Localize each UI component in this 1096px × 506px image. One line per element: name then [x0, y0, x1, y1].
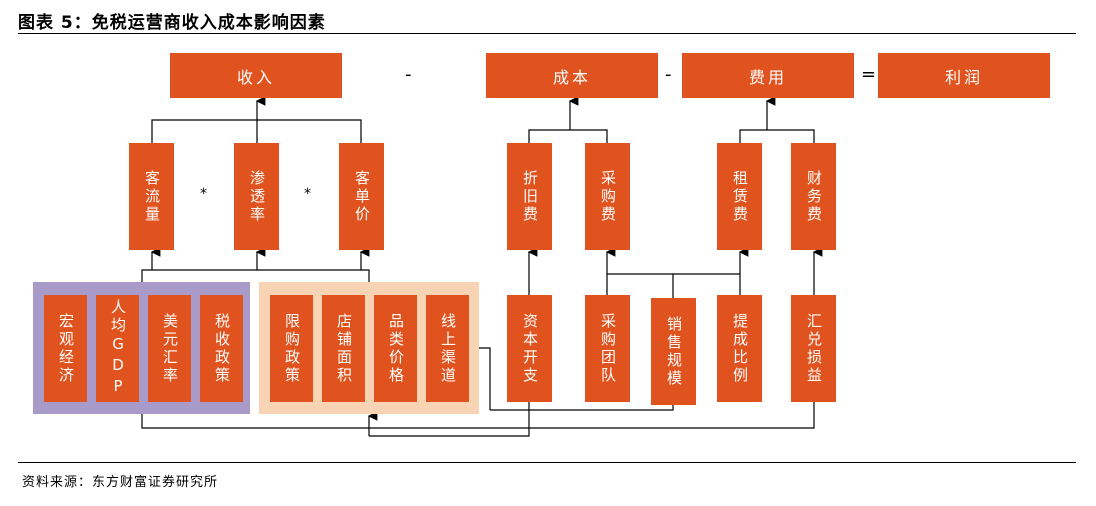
macro-factor-box: 税收政策 — [200, 295, 243, 402]
sales-scale-box: 销售规模 — [651, 298, 696, 405]
traffic-box: 客流量 — [129, 143, 174, 250]
unit-price-box: 客单价 — [339, 143, 384, 250]
commission-box: 提成比例 — [717, 295, 762, 402]
times-operator: * — [200, 186, 207, 202]
profit-box: 利润 — [878, 53, 1050, 98]
figure-title: 图表 5：免税运营商收入成本影响因素 — [18, 13, 326, 33]
macro-factor-box: 宏观经济 — [44, 295, 87, 402]
source-note: 资料来源：东方财富证券研究所 — [22, 475, 219, 490]
capex-box: 资本开支 — [507, 295, 552, 402]
macro-factor-box: 人均GDP — [96, 295, 139, 402]
purchase-group-box: 采购团队 — [585, 295, 630, 402]
store-factor-box: 限购政策 — [270, 295, 313, 402]
title-rule — [18, 33, 1076, 34]
procurement-box: 采购费 — [585, 143, 630, 250]
expense-box: 费用 — [682, 53, 854, 98]
source-rule — [18, 462, 1076, 463]
cost-box: 成本 — [486, 53, 658, 98]
finance-box: 财务费 — [791, 143, 836, 250]
store-factor-box: 线上渠道 — [426, 295, 469, 402]
penetration-box: 渗透率 — [234, 143, 279, 250]
minus-operator-2: - — [665, 64, 672, 85]
revenue-box: 收入 — [170, 53, 342, 98]
fx-gain-loss-box: 汇兑损益 — [791, 295, 836, 402]
times-operator-2: * — [304, 186, 311, 202]
minus-operator: - — [405, 64, 412, 85]
depreciation-box: 折旧费 — [507, 143, 552, 250]
rent-box: 租赁费 — [717, 143, 762, 250]
store-factor-box: 品类价格 — [374, 295, 417, 402]
store-factor-box: 店铺面积 — [322, 295, 365, 402]
macro-factor-box: 美元汇率 — [148, 295, 191, 402]
equals-operator: = — [861, 64, 877, 85]
